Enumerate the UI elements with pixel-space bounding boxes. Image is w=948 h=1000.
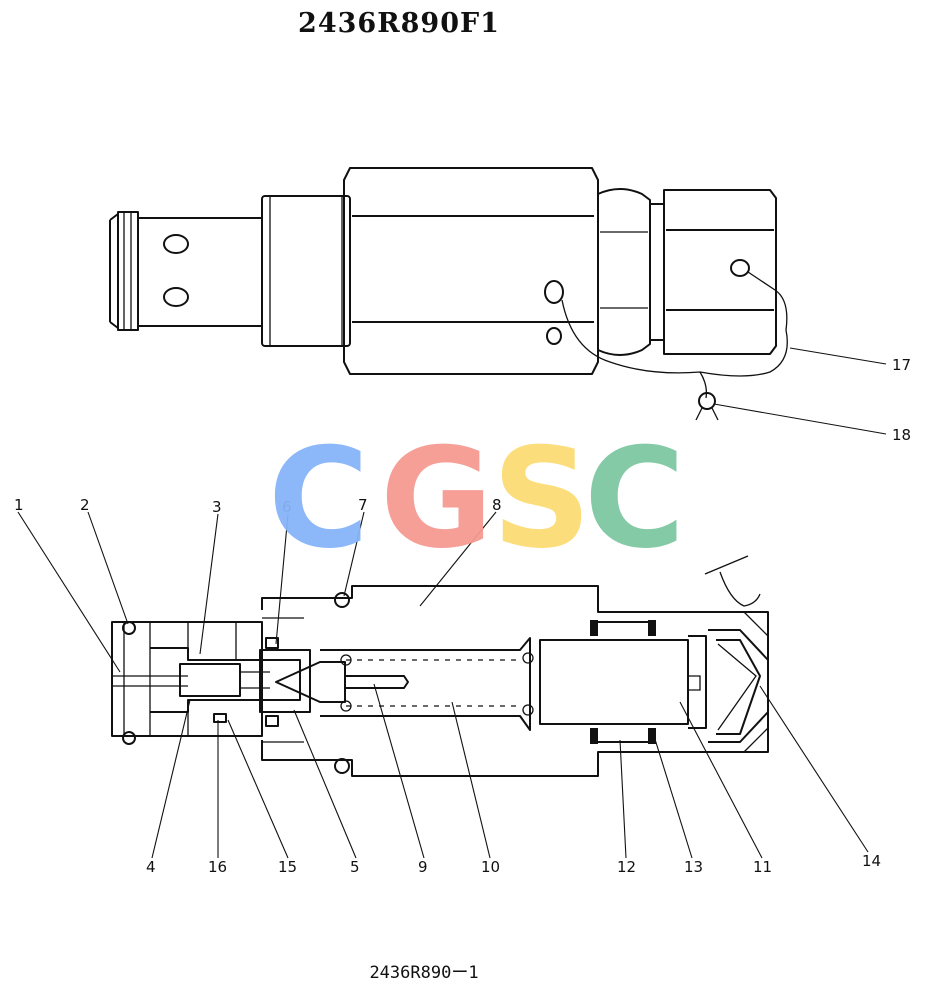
lock-wire xyxy=(561,271,788,377)
port-hole xyxy=(163,234,189,254)
part-label-9: 9 xyxy=(418,858,428,876)
part-label-1: 1 xyxy=(14,496,24,514)
lockwire-hole xyxy=(544,280,564,304)
cartridge-end xyxy=(117,211,139,331)
main-hex-body xyxy=(343,167,599,375)
sectional-view xyxy=(111,555,769,777)
o-ring-small xyxy=(122,621,136,635)
o-ring xyxy=(590,620,656,744)
cap-section xyxy=(708,629,769,743)
part-label-16: 16 xyxy=(208,858,227,876)
lock-nut-section xyxy=(598,621,650,743)
lock-nut xyxy=(597,188,651,356)
spring-guide xyxy=(344,675,409,689)
leader-lines xyxy=(17,347,887,859)
part-label-10: 10 xyxy=(481,858,500,876)
part-label-7: 7 xyxy=(358,496,368,514)
external-view xyxy=(109,167,788,421)
cartridge-body xyxy=(138,217,262,327)
drawing-title: 2436R890F1 xyxy=(298,8,500,39)
adjuster-cap xyxy=(663,189,777,355)
part-label-3: 3 xyxy=(212,498,222,516)
part-labels: 1 2 3 4 5 6 7 8 9 10 11 12 13 14 15 16 1… xyxy=(14,356,911,876)
drawing-footer-code: 2436R890ー1 xyxy=(369,963,479,983)
seat xyxy=(259,649,311,713)
lead-seal xyxy=(698,392,716,410)
part-label-6: 6 xyxy=(282,498,292,516)
part-label-2: 2 xyxy=(80,496,90,514)
main-body-outline xyxy=(261,585,769,777)
lockwire-hole xyxy=(546,327,562,345)
lockwire-hole xyxy=(730,259,750,277)
collar xyxy=(261,195,351,347)
part-label-15: 15 xyxy=(278,858,297,876)
watermark-letter-2: G xyxy=(380,418,493,579)
watermark-letter-3: S xyxy=(492,418,591,579)
adjusting-screw xyxy=(539,639,689,725)
watermark-letter-4: C xyxy=(584,418,685,579)
watermark-letter-1: C xyxy=(268,418,369,579)
part-label-13: 13 xyxy=(684,858,703,876)
part-label-18: 18 xyxy=(892,426,911,444)
part-label-11: 11 xyxy=(753,858,772,876)
part-label-14: 14 xyxy=(862,852,881,870)
piston xyxy=(179,663,241,697)
part-label-5: 5 xyxy=(350,858,360,876)
cartridge-section xyxy=(111,621,263,737)
part-label-8: 8 xyxy=(492,496,502,514)
watermark: C G S C xyxy=(268,418,685,579)
part-label-17: 17 xyxy=(892,356,911,374)
part-label-12: 12 xyxy=(617,858,636,876)
ball-plug xyxy=(334,592,350,608)
port-hole xyxy=(163,287,189,307)
part-label-4: 4 xyxy=(146,858,156,876)
